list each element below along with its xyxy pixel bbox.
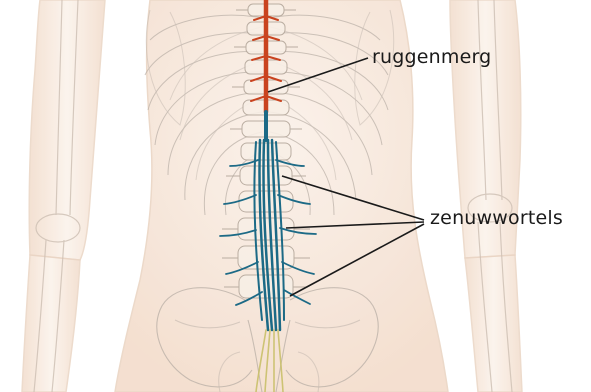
left-upper-arm xyxy=(29,0,105,260)
label-spinal-cord: ruggenmerg xyxy=(372,48,491,67)
left-forearm xyxy=(22,255,80,392)
right-forearm xyxy=(465,255,522,392)
label-nerve-roots: zenuwwortels xyxy=(430,209,563,228)
